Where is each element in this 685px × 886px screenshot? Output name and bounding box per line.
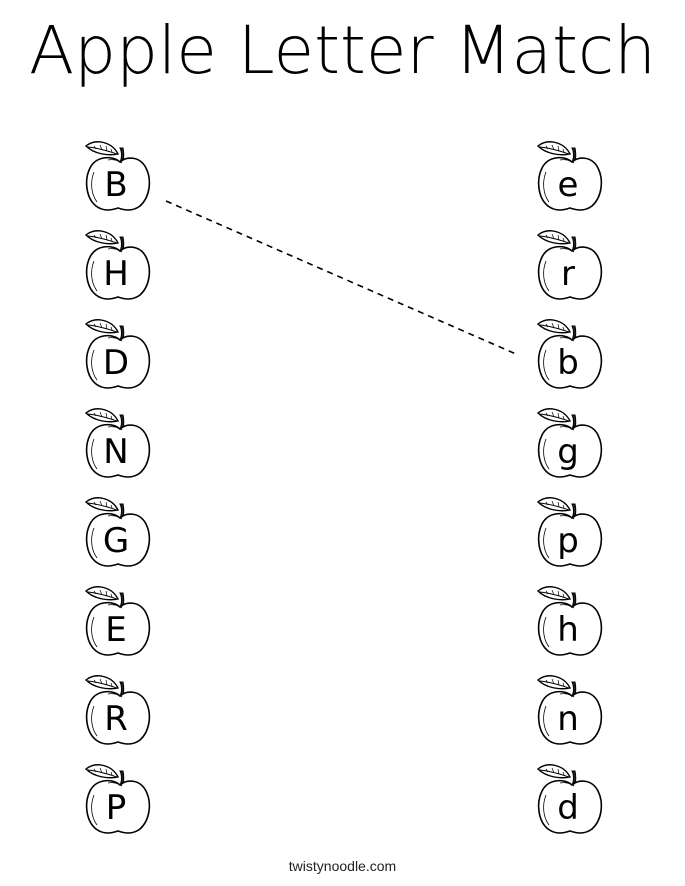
apple-icon [536, 141, 603, 211]
apple-icon [84, 675, 151, 745]
apple-letter: D [102, 343, 130, 383]
right-apple-1[interactable]: e [534, 140, 614, 220]
apple-icon [84, 319, 151, 389]
apple-letter: d [557, 788, 579, 828]
left-apple-5[interactable]: G [82, 496, 162, 576]
apple-icon [536, 586, 603, 656]
right-apple-2[interactable]: r [534, 229, 614, 309]
left-apple-4[interactable]: N [82, 407, 162, 487]
apple-letter: b [557, 343, 579, 383]
right-apple-5[interactable]: p [534, 496, 614, 576]
left-apple-6[interactable]: E [82, 585, 162, 665]
apple-letter: P [105, 788, 127, 828]
apple-icon [536, 497, 603, 567]
apple-letter: G [102, 521, 130, 561]
apple-letter: e [557, 165, 579, 205]
left-apple-1[interactable]: B [82, 140, 162, 220]
left-apple-3[interactable]: D [82, 318, 162, 398]
apple-letter: h [557, 610, 579, 650]
apple-letter: R [104, 699, 128, 739]
apple-letter: n [557, 699, 579, 739]
left-apple-7[interactable]: R [82, 674, 162, 754]
apple-icon [536, 408, 603, 478]
worksheet-title: Apple Letter Match [29, 12, 656, 89]
apple-icon [84, 141, 151, 211]
right-apple-4[interactable]: g [534, 407, 614, 487]
apple-icon [84, 408, 151, 478]
apple-icon [536, 764, 603, 834]
footer-credit: twistynoodle.com [288, 858, 397, 874]
right-apple-8[interactable]: d [534, 763, 614, 843]
apple-letter: g [557, 432, 579, 472]
apple-icon [84, 230, 151, 300]
right-apple-7[interactable]: n [534, 674, 614, 754]
apple-letter: p [557, 521, 579, 561]
apple-letter: r [561, 254, 575, 294]
left-apple-8[interactable]: P [82, 763, 162, 843]
apple-letter: N [103, 432, 129, 472]
apple-icon [536, 230, 603, 300]
apple-icon [84, 586, 151, 656]
right-apple-3[interactable]: b [534, 318, 614, 398]
apple-icon [536, 319, 603, 389]
apple-icon [84, 764, 151, 834]
apple-letter: B [104, 165, 128, 205]
apple-letter: H [103, 254, 129, 294]
left-apple-2[interactable]: H [82, 229, 162, 309]
right-apple-6[interactable]: h [534, 585, 614, 665]
apple-icon [536, 675, 603, 745]
apple-letter: E [105, 610, 127, 650]
apple-icon [84, 497, 151, 567]
